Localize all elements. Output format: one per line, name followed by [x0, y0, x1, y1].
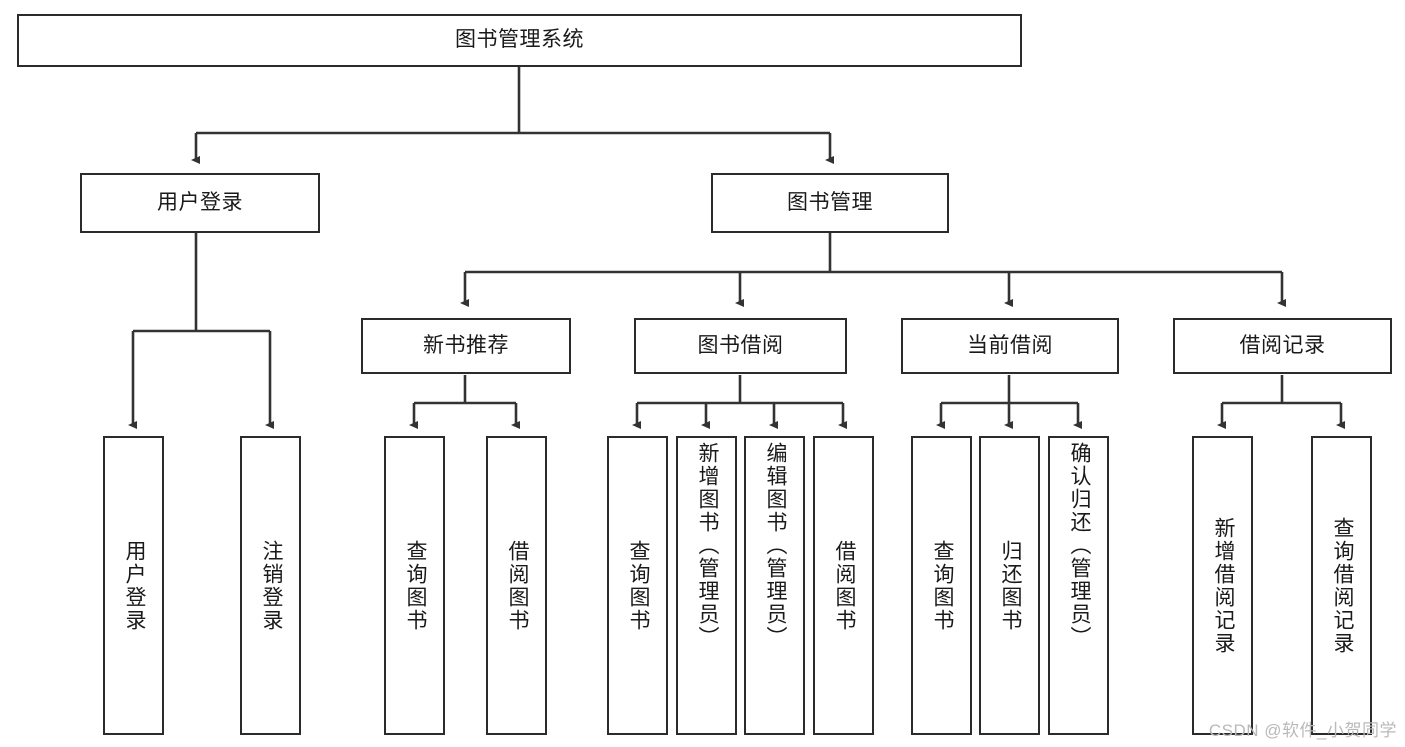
node-leaf-query-book-3[interactable]: 查询图书: [911, 436, 972, 735]
node-leaf-query-book-1-label: 查询图书: [403, 539, 427, 632]
node-user-login-label: 用户登录: [157, 190, 243, 214]
node-leaf-confirm-return[interactable]: 确认归还（管理员）: [1048, 436, 1109, 735]
node-leaf-add-book-label: 新增图书（管理员）: [695, 442, 719, 649]
node-leaf-borrow-book-2[interactable]: 借阅图书: [813, 436, 874, 735]
node-leaf-confirm-return-label: 确认归还（管理员）: [1067, 442, 1091, 649]
node-leaf-logout-login[interactable]: 注销登录: [240, 436, 301, 735]
node-leaf-return-book-label: 归还图书: [998, 539, 1022, 632]
node-root[interactable]: 图书管理系统: [17, 14, 1022, 67]
node-leaf-logout-login-label: 注销登录: [259, 539, 283, 632]
node-book-manage-label: 图书管理: [787, 190, 873, 214]
node-new-book-recommend[interactable]: 新书推荐: [361, 318, 571, 374]
node-leaf-return-book[interactable]: 归还图书: [979, 436, 1040, 735]
node-leaf-user-login-label: 用户登录: [122, 539, 146, 632]
node-root-label: 图书管理系统: [455, 28, 584, 52]
node-leaf-edit-book[interactable]: 编辑图书（管理员）: [744, 436, 805, 735]
node-borrow-record-label: 借阅记录: [1239, 333, 1326, 357]
node-current-borrow-label: 当前借阅: [967, 333, 1053, 357]
node-leaf-borrow-book-1[interactable]: 借阅图书: [486, 436, 547, 735]
node-leaf-query-record[interactable]: 查询借阅记录: [1311, 436, 1372, 735]
node-book-manage[interactable]: 图书管理: [711, 173, 949, 233]
csdn-watermark: CSDN @软件_小贺同学: [1208, 721, 1397, 740]
node-leaf-query-book-3-label: 查询图书: [930, 539, 954, 632]
node-leaf-add-record-label: 新增借阅记录: [1211, 516, 1235, 655]
node-user-login[interactable]: 用户登录: [80, 173, 320, 233]
node-book-borrow[interactable]: 图书借阅: [634, 318, 847, 374]
node-leaf-user-login[interactable]: 用户登录: [103, 436, 164, 735]
node-leaf-add-book[interactable]: 新增图书（管理员）: [676, 436, 737, 735]
node-current-borrow[interactable]: 当前借阅: [901, 318, 1119, 374]
node-book-borrow-label: 图书借阅: [697, 333, 784, 357]
node-borrow-record[interactable]: 借阅记录: [1173, 318, 1392, 374]
node-leaf-query-book-1[interactable]: 查询图书: [384, 436, 445, 735]
node-leaf-query-record-label: 查询借阅记录: [1330, 516, 1354, 655]
node-leaf-edit-book-label: 编辑图书（管理员）: [763, 442, 787, 649]
node-leaf-borrow-book-1-label: 借阅图书: [505, 539, 529, 632]
node-leaf-query-book-2-label: 查询图书: [626, 539, 650, 632]
node-leaf-add-record[interactable]: 新增借阅记录: [1192, 436, 1253, 735]
node-leaf-query-book-2[interactable]: 查询图书: [607, 436, 668, 735]
node-new-book-recommend-label: 新书推荐: [423, 333, 509, 357]
node-leaf-borrow-book-2-label: 借阅图书: [832, 539, 856, 632]
